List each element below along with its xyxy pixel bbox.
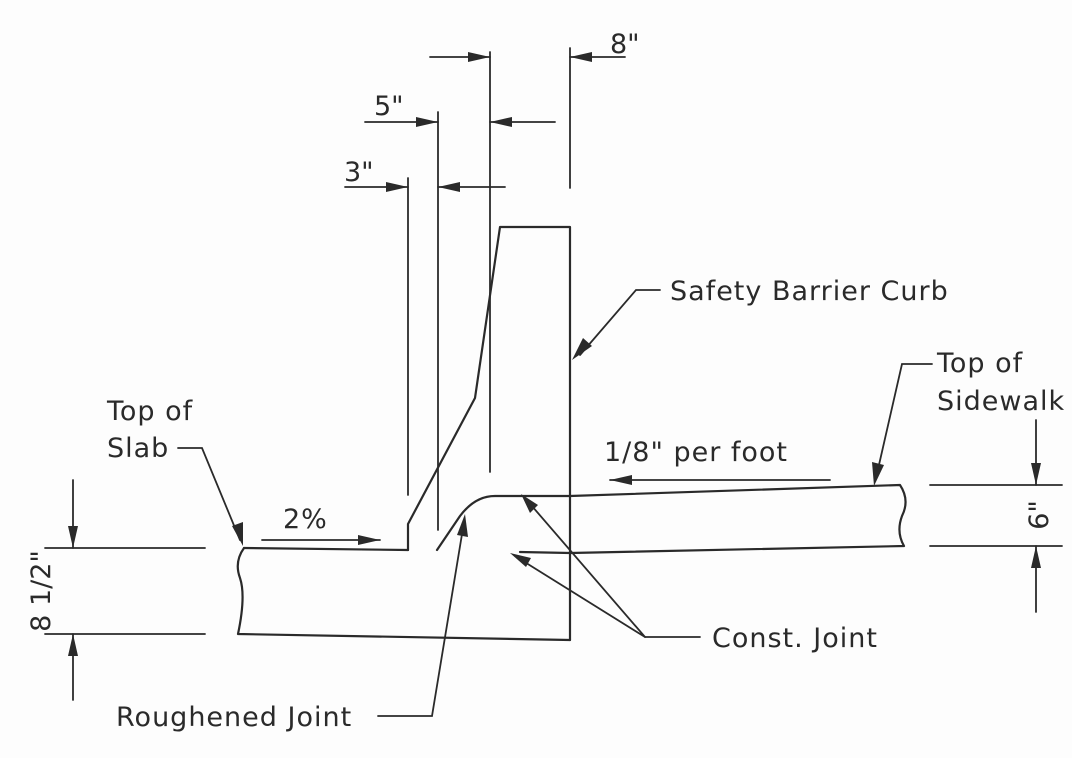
leader-top-of-sidewalk: Top of Sidewalk: [872, 348, 1065, 486]
dim-batter-lower-label: 3": [344, 157, 374, 188]
dim-batter-upper: 5": [364, 91, 556, 531]
slope-sidewalk-label: 1/8" per foot: [604, 437, 788, 468]
leader-top-of-slab: Top of Slab: [106, 396, 243, 546]
slope-sidewalk: 1/8" per foot: [604, 437, 831, 485]
dim-slab-depth: 8 1/2": [26, 479, 206, 701]
top-of-sidewalk-label-2: Sidewalk: [937, 386, 1065, 417]
safety-barrier-curb: [406, 225, 572, 642]
slope-slab-label: 2%: [283, 504, 328, 535]
dim-top-width: 8": [429, 29, 640, 473]
dim-batter-upper-label: 5": [374, 91, 404, 122]
dim-slab-depth-label: 8 1/2": [26, 550, 57, 632]
top-of-sidewalk-label-1: Top of: [936, 348, 1024, 379]
dim-top-width-label: 8": [610, 29, 640, 60]
roughened-joint-label: Roughened Joint: [116, 702, 352, 733]
leader-const-joint: Const. Joint: [510, 494, 878, 654]
top-of-slab-label-1: Top of: [106, 396, 194, 427]
sidewalk: [568, 483, 907, 555]
const-joint-label: Const. Joint: [712, 623, 878, 654]
leader-safety-barrier-curb: Safety Barrier Curb: [572, 276, 949, 360]
dim-sidewalk-depth-label: 6": [1024, 500, 1055, 530]
safety-barrier-curb-label: Safety Barrier Curb: [670, 276, 949, 307]
dim-sidewalk-depth: 6": [929, 419, 1063, 613]
slope-slab: 2%: [261, 504, 381, 545]
slab: [236, 546, 572, 642]
leader-roughened-joint: Roughened Joint: [116, 514, 468, 733]
top-of-slab-label-2: Slab: [107, 433, 169, 464]
dim-batter-lower: 3": [344, 157, 506, 496]
